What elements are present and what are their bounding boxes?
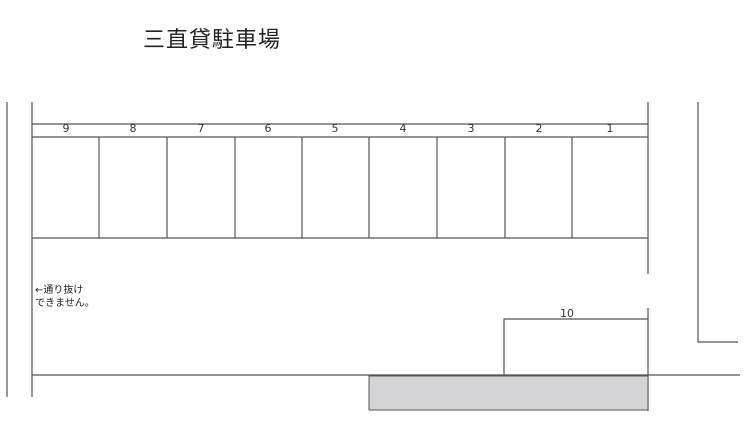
- note-line-2: できません。: [35, 298, 95, 309]
- adjacent-building-outline: [697, 102, 738, 343]
- stall-number-9: 9: [62, 122, 70, 135]
- stall-number-8: 8: [129, 122, 137, 135]
- stall-number-1: 1: [606, 122, 614, 135]
- stall-number-7: 7: [197, 122, 205, 135]
- no-through-traffic-note: ←通り抜け できません。: [35, 284, 95, 310]
- stall-number-2: 2: [535, 122, 543, 135]
- spot-10-outline: [503, 318, 648, 375]
- stall-number-4: 4: [399, 122, 407, 135]
- note-line-1: ←通り抜け: [35, 285, 84, 296]
- stall-number-10: 10: [560, 307, 574, 320]
- stall-number-6: 6: [264, 122, 272, 135]
- shaded-area: [368, 375, 649, 411]
- stall-number-3: 3: [467, 122, 475, 135]
- parking-lot-title: 三直貸駐車場: [143, 28, 282, 53]
- stall-number-5: 5: [331, 122, 339, 135]
